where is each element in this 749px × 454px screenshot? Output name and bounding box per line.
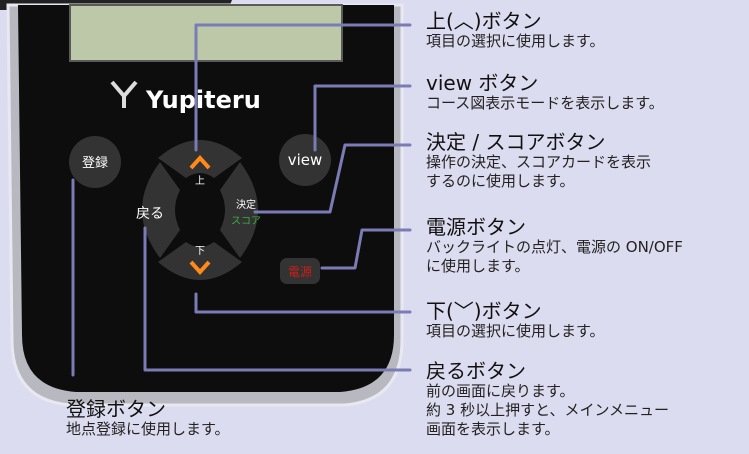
dpad: 上 戻る 決定 スコア 下 [136,140,261,280]
callout-confirm-desc-1: 操作の決定、スコアカードを表示 [426,153,652,171]
leader-view [313,84,412,152]
callout-back-title: 戻るボタン [426,359,526,383]
power-label: 電源 [288,265,312,279]
leader-back [143,226,412,372]
callout-view-title: view ボタン [426,71,539,95]
callout-register: 登録ボタン 地点登録に使用します。 [66,398,230,439]
callout-power-desc-1: バックライトの点灯、電源の ON/OFF [426,238,683,256]
view-label: view [288,151,323,169]
view-button[interactable]: view [279,134,331,186]
lcd-screen [69,4,343,62]
down-label: 下 [195,246,205,257]
leader-down [194,292,412,314]
confirm-button[interactable] [220,162,258,258]
callout-up-title: 上(︿)ボタン [426,9,542,33]
up-label: 上 [195,175,205,187]
callout-confirm-title: 決定 / スコアボタン [426,130,606,154]
callout-back-desc-2: 約 3 秒以上押すと、メインメニュー [426,401,670,419]
power-button[interactable]: 電源 [280,258,320,284]
callout-back: 戻るボタン 前の画面に戻ります。 約 3 秒以上押すと、メインメニュー 画面を表… [426,360,669,439]
callout-register-title: 登録ボタン [66,397,166,421]
callout-down-title: 下(﹀)ボタン [426,299,542,323]
callout-up-desc: 項目の選択に使用します。 [426,32,605,50]
confirm-label-top: 決定 [236,198,256,211]
down-arrow-icon [189,260,211,275]
back-button[interactable] [142,162,180,258]
register-button[interactable]: 登録 [69,136,121,188]
yupiteru-logo: Yupiteru [110,80,261,114]
leader-lines [71,23,412,377]
device-body [18,5,394,392]
leader-confirm [253,143,412,214]
callout-power-title: 電源ボタン [426,215,526,239]
back-label: 戻る [136,206,164,222]
callout-confirm: 決定 / スコアボタン 操作の決定、スコアカードを表示 するのに使用します。 [426,131,651,191]
confirm-label-bottom: スコア [231,216,261,227]
callout-view: view ボタン コース図表示モードを表示します。 [426,72,664,113]
callout-back-desc-1: 前の画面に戻ります。 [426,382,575,400]
down-button[interactable] [158,242,242,280]
callout-confirm-desc-2: するのに使用します。 [426,172,575,190]
callout-register-desc: 地点登録に使用します。 [66,420,230,438]
leader-power [320,228,412,270]
brand-name: Yupiteru [145,86,261,114]
callout-up: 上(︿)ボタン 項目の選択に使用します。 [426,10,605,51]
up-arrow-icon [189,155,211,170]
leader-up [194,23,412,152]
register-label: 登録 [82,156,108,171]
callout-power: 電源ボタン バックライトの点灯、電源の ON/OFF に使用します。 [426,216,683,276]
callout-power-desc-2: に使用します。 [426,257,530,275]
callout-back-desc-3: 画面を表示します。 [426,420,560,438]
callout-down: 下(﹀)ボタン 項目の選択に使用します。 [426,300,605,341]
callout-down-desc: 項目の選択に使用します。 [426,322,605,340]
callout-view-desc: コース図表示モードを表示します。 [426,94,664,112]
